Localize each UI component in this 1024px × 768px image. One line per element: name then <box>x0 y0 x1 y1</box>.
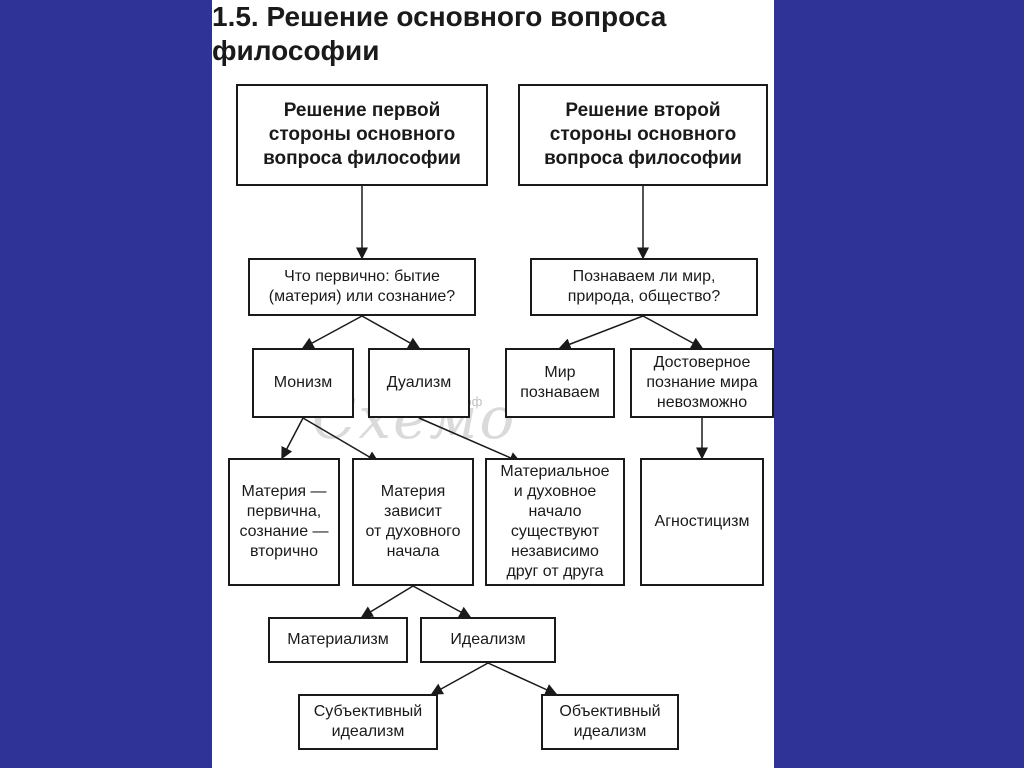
arrow-matter-depends-to-materialism <box>360 585 414 618</box>
arrow-idealism-to-subjective <box>430 662 489 695</box>
node-materialism: Материализм <box>268 617 408 663</box>
arrow-matter-depends-to-idealism <box>412 585 472 618</box>
node-monism: Монизм <box>252 348 354 418</box>
node-world-knowable: Мир познаваем <box>505 348 615 418</box>
arrow-monism-to-matter-primary <box>281 417 304 460</box>
node-q-knowable: Познаваем ли мир, природа, общество? <box>530 258 758 316</box>
node-independent: Материальное и духовное начало существую… <box>485 458 625 586</box>
arrow-q-primary-to-dualism <box>361 315 421 349</box>
arrow-q-knowable-to-world-knowable <box>558 315 644 350</box>
arrow-q-primary-to-monism <box>301 315 363 349</box>
node-matter-primary: Материя — первична, сознание — вторично <box>228 458 340 586</box>
node-dualism: Дуализм <box>368 348 470 418</box>
arrow-idealism-to-objective <box>487 662 558 696</box>
node-subjective: Субъективный идеализм <box>298 694 438 750</box>
arrow-q-knowable-to-impossible <box>642 315 704 349</box>
node-idealism: Идеализм <box>420 617 556 663</box>
arrow-dualism-to-independent <box>418 417 522 464</box>
node-agnosticism: Агностицизм <box>640 458 764 586</box>
node-second-side: Решение второй стороны основного вопроса… <box>518 84 768 186</box>
node-q-primary: Что первично: бытие (материя) или сознан… <box>248 258 476 316</box>
arrow-monism-to-matter-depends <box>302 417 380 463</box>
page-title: 1.5. Решение основного вопроса философии <box>212 1 667 66</box>
node-impossible: Достоверное познание мира невозможно <box>630 348 774 418</box>
node-matter-depends: Материя зависит от духовного начала <box>352 458 474 586</box>
node-objective: Объективный идеализм <box>541 694 679 750</box>
node-first-side: Решение первой стороны основного вопроса… <box>236 84 488 186</box>
